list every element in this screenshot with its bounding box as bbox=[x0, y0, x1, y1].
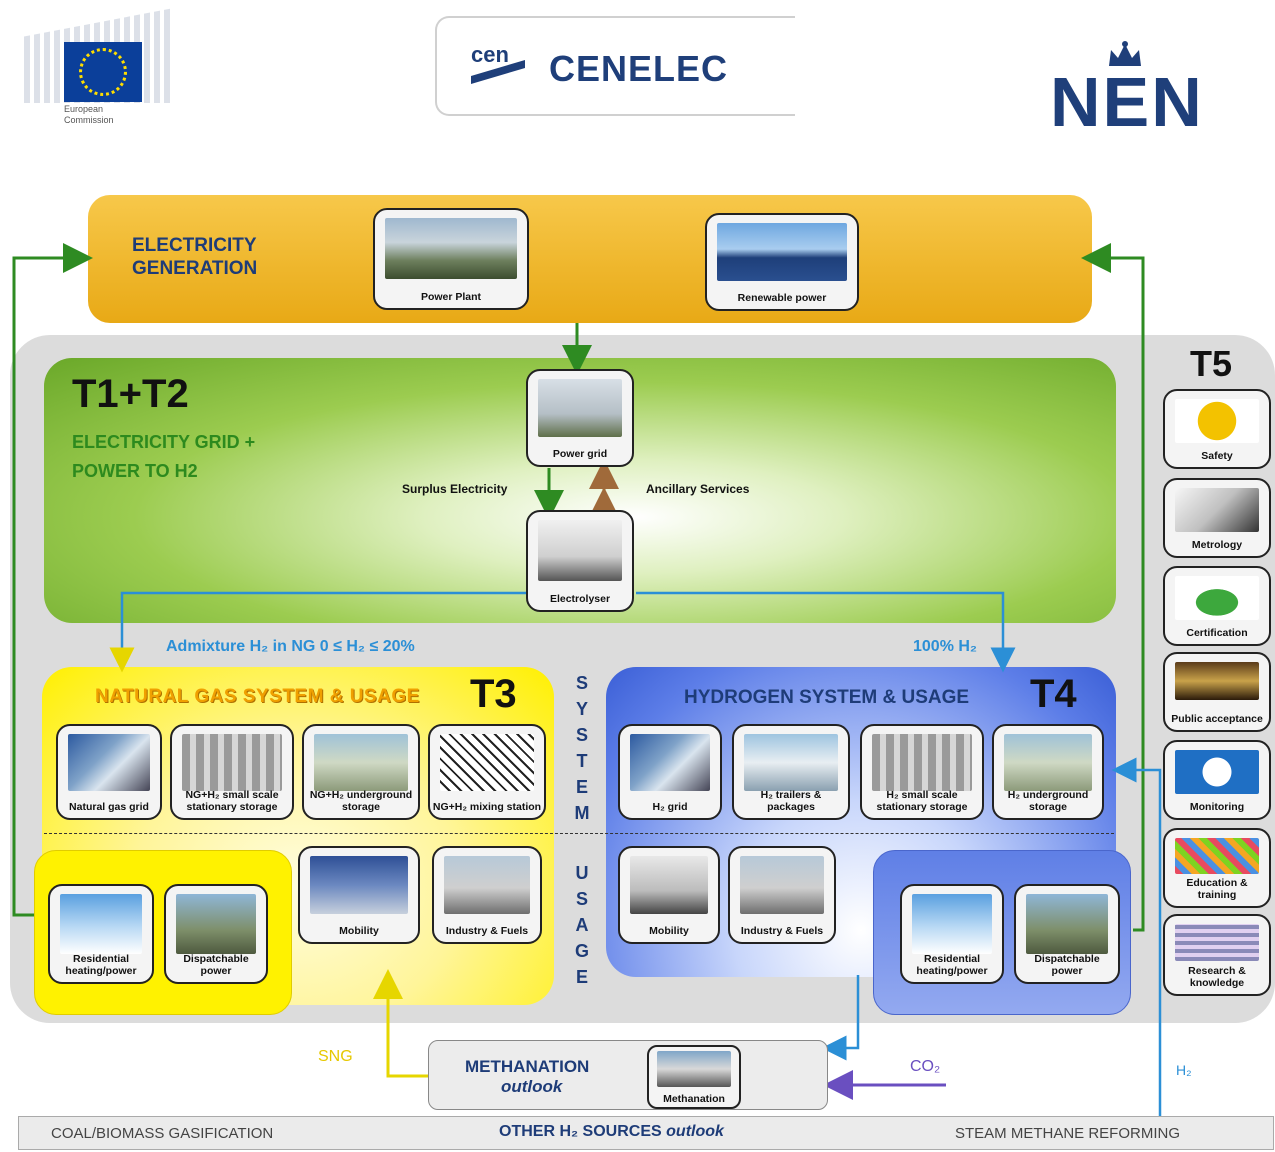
t3-tag: T3 bbox=[470, 672, 517, 716]
steam-methane-label: STEAM METHANE REFORMING bbox=[955, 1125, 1181, 1142]
h2-storage-tank-icon bbox=[872, 734, 972, 792]
coal-biomass-label: COAL/BIOMASS GASIFICATION bbox=[51, 1125, 274, 1142]
electricity-grid-title: ELECTRICITY GRID + POWER TO H2 bbox=[72, 432, 256, 481]
methanation-box: METHANATION outlook Methanation bbox=[428, 1040, 828, 1110]
ng-industry-tile: Industry & Fuels bbox=[432, 846, 542, 944]
natural-gas-grid-tile: Natural gas grid bbox=[56, 724, 162, 820]
house-icon bbox=[60, 894, 142, 954]
h2-source-label: H₂ bbox=[1176, 1062, 1192, 1078]
nen-text: NEN bbox=[1050, 63, 1204, 141]
research-tile: Research & knowledge bbox=[1163, 914, 1271, 996]
power-plant-tile: Power Plant bbox=[373, 208, 529, 310]
h2-power-station-icon bbox=[1026, 894, 1108, 954]
metrology-tools-icon bbox=[1175, 488, 1259, 533]
h2-grid-tile: H₂ grid bbox=[618, 724, 722, 820]
mixing-station-icon bbox=[440, 734, 534, 792]
methanation-subtitle: outlook bbox=[501, 1077, 563, 1096]
h2-pipeline-icon bbox=[630, 734, 710, 792]
education-icon bbox=[1175, 838, 1259, 875]
ng-small-storage-tile: NG+H₂ small scale stationary storage bbox=[170, 724, 294, 820]
admixture-label: Admixture H₂ in NG 0 ≤ H₂ ≤ 20% bbox=[166, 638, 415, 655]
crown-icon bbox=[1109, 41, 1141, 66]
h2-trailers-tile: H₂ trailers & packages bbox=[732, 724, 850, 820]
other-h2-sources-label: OTHER H₂ SOURCES outlook bbox=[499, 1123, 724, 1140]
eu-stars-icon bbox=[79, 48, 127, 96]
monitoring-tile: Monitoring bbox=[1163, 740, 1271, 820]
ec-logo-text: European Commission bbox=[64, 104, 114, 125]
system-vertical-label: S Y S T E M bbox=[574, 673, 590, 823]
system-usage-divider bbox=[44, 833, 1114, 834]
cen-cenelec-logo: cen CENELEC bbox=[435, 16, 795, 116]
cng-station-icon bbox=[310, 856, 408, 915]
methanation-title: METHANATION bbox=[465, 1057, 590, 1076]
methanation-tile: Methanation bbox=[647, 1045, 741, 1109]
h2-house-icon bbox=[912, 894, 992, 954]
t4-tag: T4 bbox=[1030, 672, 1077, 716]
refinery-icon bbox=[444, 856, 530, 915]
h2-industry-tile: Industry & Fuels bbox=[728, 846, 836, 944]
pipeline-icon bbox=[68, 734, 150, 792]
electrolyser-tile: Electrolyser bbox=[526, 510, 634, 612]
electricity-generation-title: ELECTRICITY GENERATION bbox=[132, 235, 258, 279]
co2-label: CO₂ bbox=[910, 1058, 941, 1075]
power-station-icon bbox=[176, 894, 256, 954]
natural-gas-title: NATURAL GAS SYSTEM & USAGE bbox=[95, 686, 420, 707]
h2-residential-tile: Residential heating/power bbox=[900, 884, 1004, 984]
ng-mobility-tile: Mobility bbox=[298, 846, 420, 944]
ng-mixing-station-tile: NG+H₂ mixing station bbox=[428, 724, 546, 820]
word-cloud-icon bbox=[1175, 924, 1259, 962]
t5-tag: T5 bbox=[1190, 343, 1233, 384]
metrology-tile: Metrology bbox=[1163, 478, 1271, 558]
trailer-icon bbox=[744, 734, 838, 792]
h2-sources-bar: COAL/BIOMASS GASIFICATION OTHER H₂ SOURC… bbox=[18, 1116, 1274, 1150]
ancillary-services-label: Ancillary Services bbox=[646, 482, 750, 496]
safety-tile: Safety bbox=[1163, 389, 1271, 469]
h2-small-storage-tile: H₂ small scale stationary storage bbox=[860, 724, 984, 820]
electricity-generation-panel bbox=[88, 195, 1092, 323]
public-acceptance-tile: Public acceptance bbox=[1163, 652, 1271, 732]
svg-text:cen: cen bbox=[471, 42, 509, 67]
power-plant-icon bbox=[385, 218, 517, 279]
t1-t2-tag: T1+T2 bbox=[72, 372, 189, 416]
safety-sign-icon bbox=[1175, 399, 1259, 444]
renewable-power-tile: Renewable power bbox=[705, 213, 859, 311]
h2-underground-storage-tile: H₂ underground storage bbox=[992, 724, 1104, 820]
h2-underground-icon bbox=[1004, 734, 1092, 792]
electrolyser-icon bbox=[538, 520, 622, 581]
pure-h2-label: 100% H₂ bbox=[913, 638, 978, 655]
power-grid-tile: Power grid bbox=[526, 369, 634, 467]
european-commission-logo: European Commission bbox=[24, 8, 174, 132]
h2-mobility-tile: Mobility bbox=[618, 846, 720, 944]
person-icon bbox=[1175, 662, 1259, 700]
ng-dispatchable-tile: Dispatchable power bbox=[164, 884, 268, 984]
methanation-plant-icon bbox=[657, 1051, 731, 1087]
h2-refinery-icon bbox=[740, 856, 824, 915]
h2-car-icon bbox=[630, 856, 708, 915]
education-tile: Education & training bbox=[1163, 828, 1271, 908]
cenelec-text: CENELEC bbox=[549, 48, 729, 89]
cen-logo-icon: cen bbox=[467, 38, 529, 94]
certification-tile: Certification bbox=[1163, 566, 1271, 646]
monitoring-icon bbox=[1175, 750, 1259, 795]
wind-solar-icon bbox=[717, 223, 847, 282]
ng-underground-storage-tile: NG+H₂ underground storage bbox=[302, 724, 420, 820]
pylon-icon bbox=[538, 379, 622, 438]
ng-residential-tile: Residential heating/power bbox=[48, 884, 154, 984]
checkmark-icon bbox=[1175, 576, 1259, 621]
storage-tank-icon bbox=[182, 734, 282, 792]
h2-dispatchable-tile: Dispatchable power bbox=[1014, 884, 1120, 984]
underground-storage-icon bbox=[314, 734, 408, 792]
surplus-electricity-label: Surplus Electricity bbox=[402, 482, 508, 496]
hydrogen-title: HYDROGEN SYSTEM & USAGE bbox=[684, 687, 970, 708]
sng-label: SNG bbox=[318, 1048, 353, 1065]
nen-logo: NEN bbox=[1050, 40, 1210, 141]
usage-vertical-label: U S A G E bbox=[574, 863, 589, 987]
